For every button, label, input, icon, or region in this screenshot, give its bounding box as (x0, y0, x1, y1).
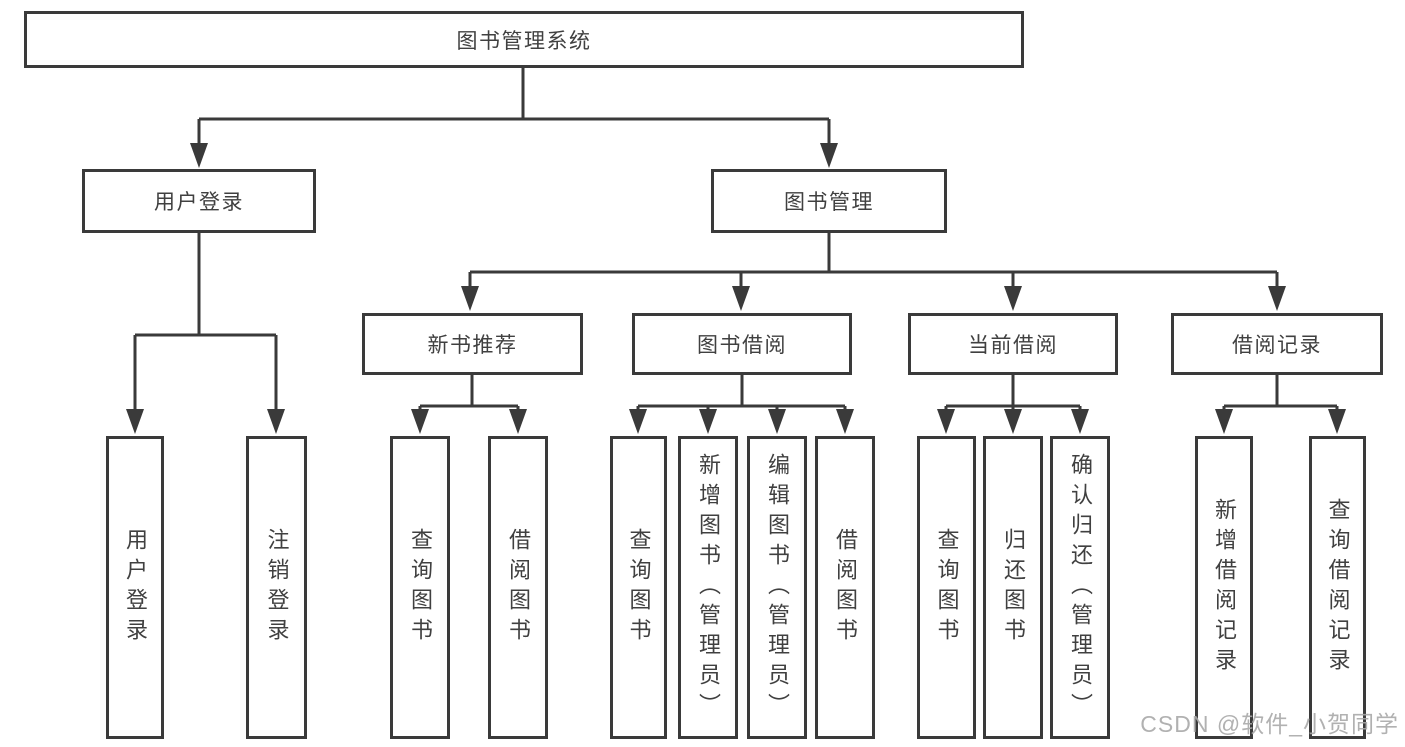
leaf-newbook-query: 查询图书 (390, 436, 450, 739)
leaf-current-query-label: 查询图书 (934, 527, 960, 648)
leaf-current-query: 查询图书 (917, 436, 976, 739)
leaf-logout: 注销登录 (246, 436, 307, 739)
leaf-query-borrow-record: 查询借阅记录 (1309, 436, 1366, 739)
leaf-newbook-borrow-label: 借阅图书 (506, 527, 531, 648)
leaf-edit-book-admin-label: 编辑图书（管理员） (765, 452, 790, 723)
leaf-newbook-borrow: 借阅图书 (488, 436, 548, 739)
leaf-borrow-query: 查询图书 (610, 436, 667, 739)
node-new-book-recommend-label: 新书推荐 (427, 334, 518, 357)
node-borrow-record: 借阅记录 (1171, 313, 1383, 375)
leaf-edit-book-admin: 编辑图书（管理员） (747, 436, 807, 739)
leaf-borrow-query-label: 查询图书 (626, 527, 652, 648)
node-current-borrow-label: 当前借阅 (968, 334, 1058, 357)
node-user-login: 用户登录 (82, 169, 316, 233)
node-borrow-record-label: 借阅记录 (1232, 334, 1322, 357)
node-book-management-label: 图书管理 (784, 191, 874, 214)
leaf-user-login: 用户登录 (106, 436, 164, 739)
leaf-return-book: 归还图书 (983, 436, 1043, 739)
leaf-logout-label: 注销登录 (264, 527, 290, 648)
leaf-add-borrow-record-label: 新增借阅记录 (1212, 497, 1237, 678)
leaf-borrow-book-label: 借阅图书 (833, 527, 858, 648)
leaf-confirm-return-admin-label: 确认归还（管理员） (1068, 452, 1093, 723)
node-root-label: 图书管理系统 (456, 29, 592, 53)
leaf-add-borrow-record: 新增借阅记录 (1195, 436, 1253, 739)
leaf-newbook-query-label: 查询图书 (408, 527, 433, 648)
node-current-borrow: 当前借阅 (908, 313, 1118, 375)
node-book-management: 图书管理 (711, 169, 947, 233)
node-root-system: 图书管理系统 (24, 11, 1024, 68)
node-new-book-recommend: 新书推荐 (362, 313, 583, 375)
leaf-return-book-label: 归还图书 (1001, 527, 1026, 648)
node-book-borrow: 图书借阅 (632, 313, 852, 375)
node-user-login-label: 用户登录 (154, 191, 244, 214)
leaf-add-book-admin-label: 新增图书（管理员） (696, 452, 721, 723)
node-book-borrow-label: 图书借阅 (697, 334, 787, 357)
leaf-add-book-admin: 新增图书（管理员） (678, 436, 738, 739)
arrowheads (126, 143, 1346, 434)
leaf-borrow-book: 借阅图书 (815, 436, 875, 739)
leaf-confirm-return-admin: 确认归还（管理员） (1050, 436, 1110, 739)
leaf-user-login-label: 用户登录 (123, 527, 148, 648)
csdn-watermark: CSDN @软件_小贺同学 (1140, 711, 1399, 737)
leaf-query-borrow-record-label: 查询借阅记录 (1325, 497, 1351, 678)
